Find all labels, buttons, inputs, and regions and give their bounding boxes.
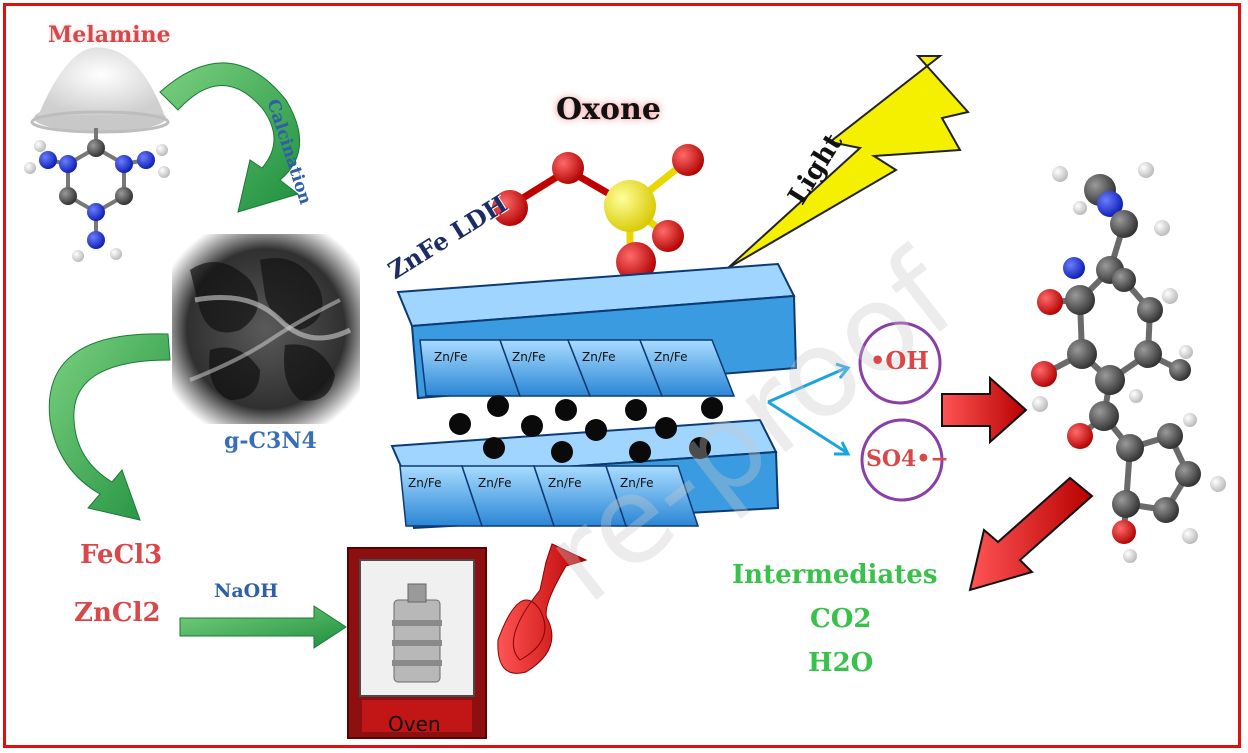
drug-to-products-arrow [968,476,1094,592]
calcination-arrow [159,62,300,213]
ldh-bottom-cell-label: Zn/Fe [620,476,654,490]
hydroxyl-radical-label: •OH [870,346,929,375]
naoh-label: NaOH [214,580,279,602]
pollutant-molecule [1031,162,1226,563]
oxone-label: Oxone [556,92,661,127]
oven-label: Oven [388,712,441,736]
melamine-powder-image [30,47,170,134]
znfe-ldh-structure [390,262,798,530]
melamine-molecule [24,128,170,262]
ldh-bottom-cell-label: Zn/Fe [478,476,512,490]
heat-swirl-arrow [497,543,588,674]
sulfate-radical-circle [860,418,944,502]
intercalated-particles [449,395,723,463]
ldh-top-cell-label: Zn/Fe [512,350,546,364]
ldh-bottom-cell-label: Zn/Fe [408,476,442,490]
melamine-label: Melamine [48,22,171,48]
gc3n4-sem-image [172,234,360,424]
gc3n4-to-salts-arrow [48,333,171,521]
fecl3-label: FeCl3 [80,540,163,570]
oven-autoclave [347,547,487,739]
hydroxyl-radical-circle [858,321,942,405]
zncl2-label: ZnCl2 [74,598,161,628]
radical-split-arrows [767,362,851,456]
co2-label: CO2 [810,604,872,634]
naoh-arrow [179,605,347,649]
light-bolt-icon [727,55,970,269]
diagram-frame [3,3,1241,748]
ldh-top-cell-label: Zn/Fe [434,350,468,364]
ldh-top-cell-label: Zn/Fe [582,350,616,364]
ldh-bottom-cell-label: Zn/Fe [548,476,582,490]
oxone-molecule [492,144,704,282]
gc3n4-label: g-C3N4 [224,428,317,454]
ldh-top-cell-label: Zn/Fe [654,350,688,364]
intermediates-label: Intermediates [732,560,938,590]
radicals-to-drug-arrow [941,375,1028,445]
sulfate-radical-label: SO4•− [866,446,949,472]
h2o-label: H2O [808,648,874,678]
